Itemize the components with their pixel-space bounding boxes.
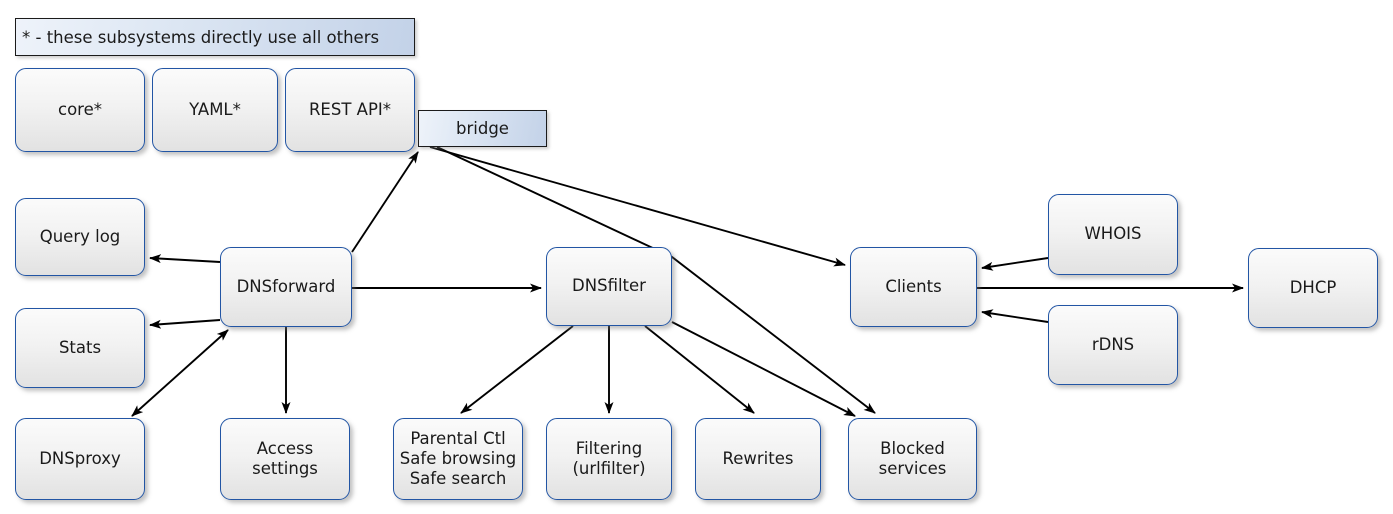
edge-dnsforward-bridge bbox=[351, 151, 419, 253]
node-label-access: Access settings bbox=[252, 438, 318, 478]
edge-dnsforward-dnsproxy bbox=[131, 329, 229, 417]
node-label-rewrites: Rewrites bbox=[722, 448, 794, 468]
node-dnsproxy[interactable]: DNSproxy bbox=[15, 418, 145, 500]
node-parental[interactable]: Parental Ctl Safe browsing Safe search bbox=[393, 418, 523, 500]
node-label-clients: Clients bbox=[885, 276, 942, 296]
node-label-rdns: rDNS bbox=[1091, 334, 1135, 354]
node-dnsfilter[interactable]: DNSfilter bbox=[546, 247, 672, 326]
node-rewrites[interactable]: Rewrites bbox=[695, 418, 821, 500]
node-bridge[interactable]: bridge bbox=[418, 110, 547, 147]
node-core[interactable]: core* bbox=[15, 68, 145, 152]
edge-dnsfilter-parental bbox=[460, 325, 574, 414]
edge-dnsfilter-blocked bbox=[671, 321, 856, 417]
node-label-yaml: YAML* bbox=[189, 99, 241, 119]
node-label-parental: Parental Ctl Safe browsing Safe search bbox=[399, 428, 517, 489]
node-label-querylog: Query log bbox=[39, 226, 121, 246]
node-label-dnsforward: DNSforward bbox=[236, 276, 336, 296]
node-label-filtering: Filtering (urlfilter) bbox=[572, 438, 646, 478]
edge-dnsforward-querylog bbox=[149, 254, 221, 264]
edge-dnsforward-stats bbox=[149, 319, 221, 329]
node-label-dnsproxy: DNSproxy bbox=[39, 448, 121, 468]
node-whois[interactable]: WHOIS bbox=[1048, 194, 1178, 275]
node-filtering[interactable]: Filtering (urlfilter) bbox=[546, 418, 672, 500]
node-stats[interactable]: Stats bbox=[15, 308, 145, 388]
node-label-bridge: bridge bbox=[456, 119, 509, 138]
legend-note-text: * - these subsystems directly use all ot… bbox=[22, 27, 380, 47]
node-restapi[interactable]: REST API* bbox=[285, 68, 415, 152]
node-dnsforward[interactable]: DNSforward bbox=[220, 247, 352, 327]
node-label-whois: WHOIS bbox=[1084, 224, 1142, 244]
node-label-dhcp: DHCP bbox=[1289, 277, 1337, 297]
node-clients[interactable]: Clients bbox=[850, 247, 977, 327]
node-access[interactable]: Access settings bbox=[220, 418, 350, 500]
node-yaml[interactable]: YAML* bbox=[152, 68, 278, 152]
node-querylog[interactable]: Query log bbox=[15, 198, 145, 276]
node-dhcp[interactable]: DHCP bbox=[1248, 248, 1378, 328]
legend-note: * - these subsystems directly use all ot… bbox=[15, 18, 415, 56]
node-label-dnsfilter: DNSfilter bbox=[572, 276, 646, 296]
edge-dnsfilter-rewrites bbox=[644, 325, 755, 414]
node-rdns[interactable]: rDNS bbox=[1048, 305, 1178, 385]
edge-whois-clients bbox=[981, 257, 1049, 271]
edge-rdns-clients bbox=[981, 309, 1049, 323]
node-label-core: core* bbox=[58, 99, 102, 119]
node-label-stats: Stats bbox=[58, 337, 102, 357]
node-label-blocked: Blocked services bbox=[878, 438, 947, 478]
node-blocked[interactable]: Blocked services bbox=[848, 418, 977, 500]
node-label-restapi: REST API* bbox=[308, 99, 392, 119]
